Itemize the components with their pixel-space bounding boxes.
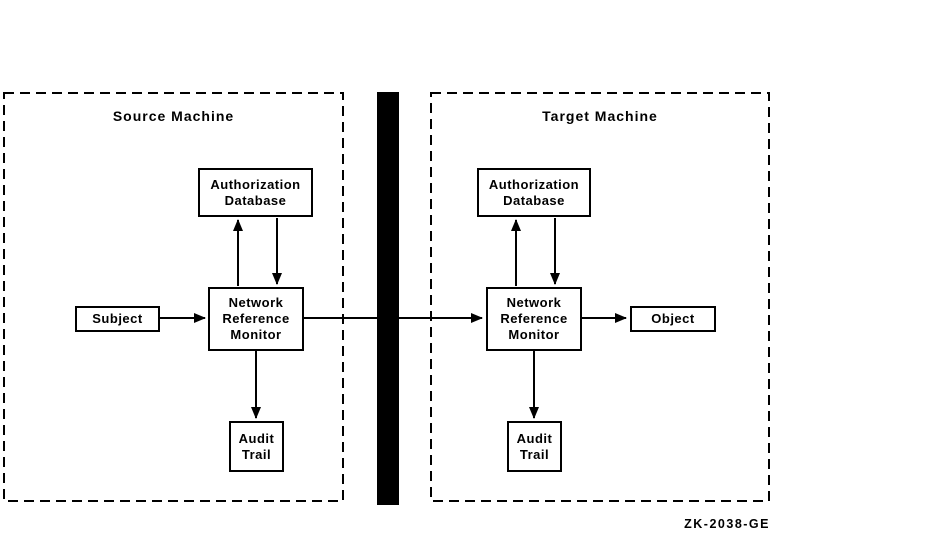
object-box: Object	[630, 306, 716, 332]
target-machine-boundary	[430, 92, 770, 502]
source-machine-title: Source Machine	[112, 108, 235, 124]
source-authorization-database-box: Authorization Database	[198, 168, 313, 217]
target-network-reference-monitor-box: Network Reference Monitor	[486, 287, 582, 351]
source-audit-trail-box: Audit Trail	[229, 421, 284, 472]
source-machine-boundary	[3, 92, 344, 502]
figure-id-label: ZK-2038-GE	[684, 517, 770, 531]
source-network-reference-monitor-box: Network Reference Monitor	[208, 287, 304, 351]
target-authorization-database-box: Authorization Database	[477, 168, 591, 217]
target-machine-title: Target Machine	[542, 108, 658, 124]
target-audit-trail-box: Audit Trail	[507, 421, 562, 472]
subject-box: Subject	[75, 306, 160, 332]
network-divider-bar	[377, 92, 399, 505]
